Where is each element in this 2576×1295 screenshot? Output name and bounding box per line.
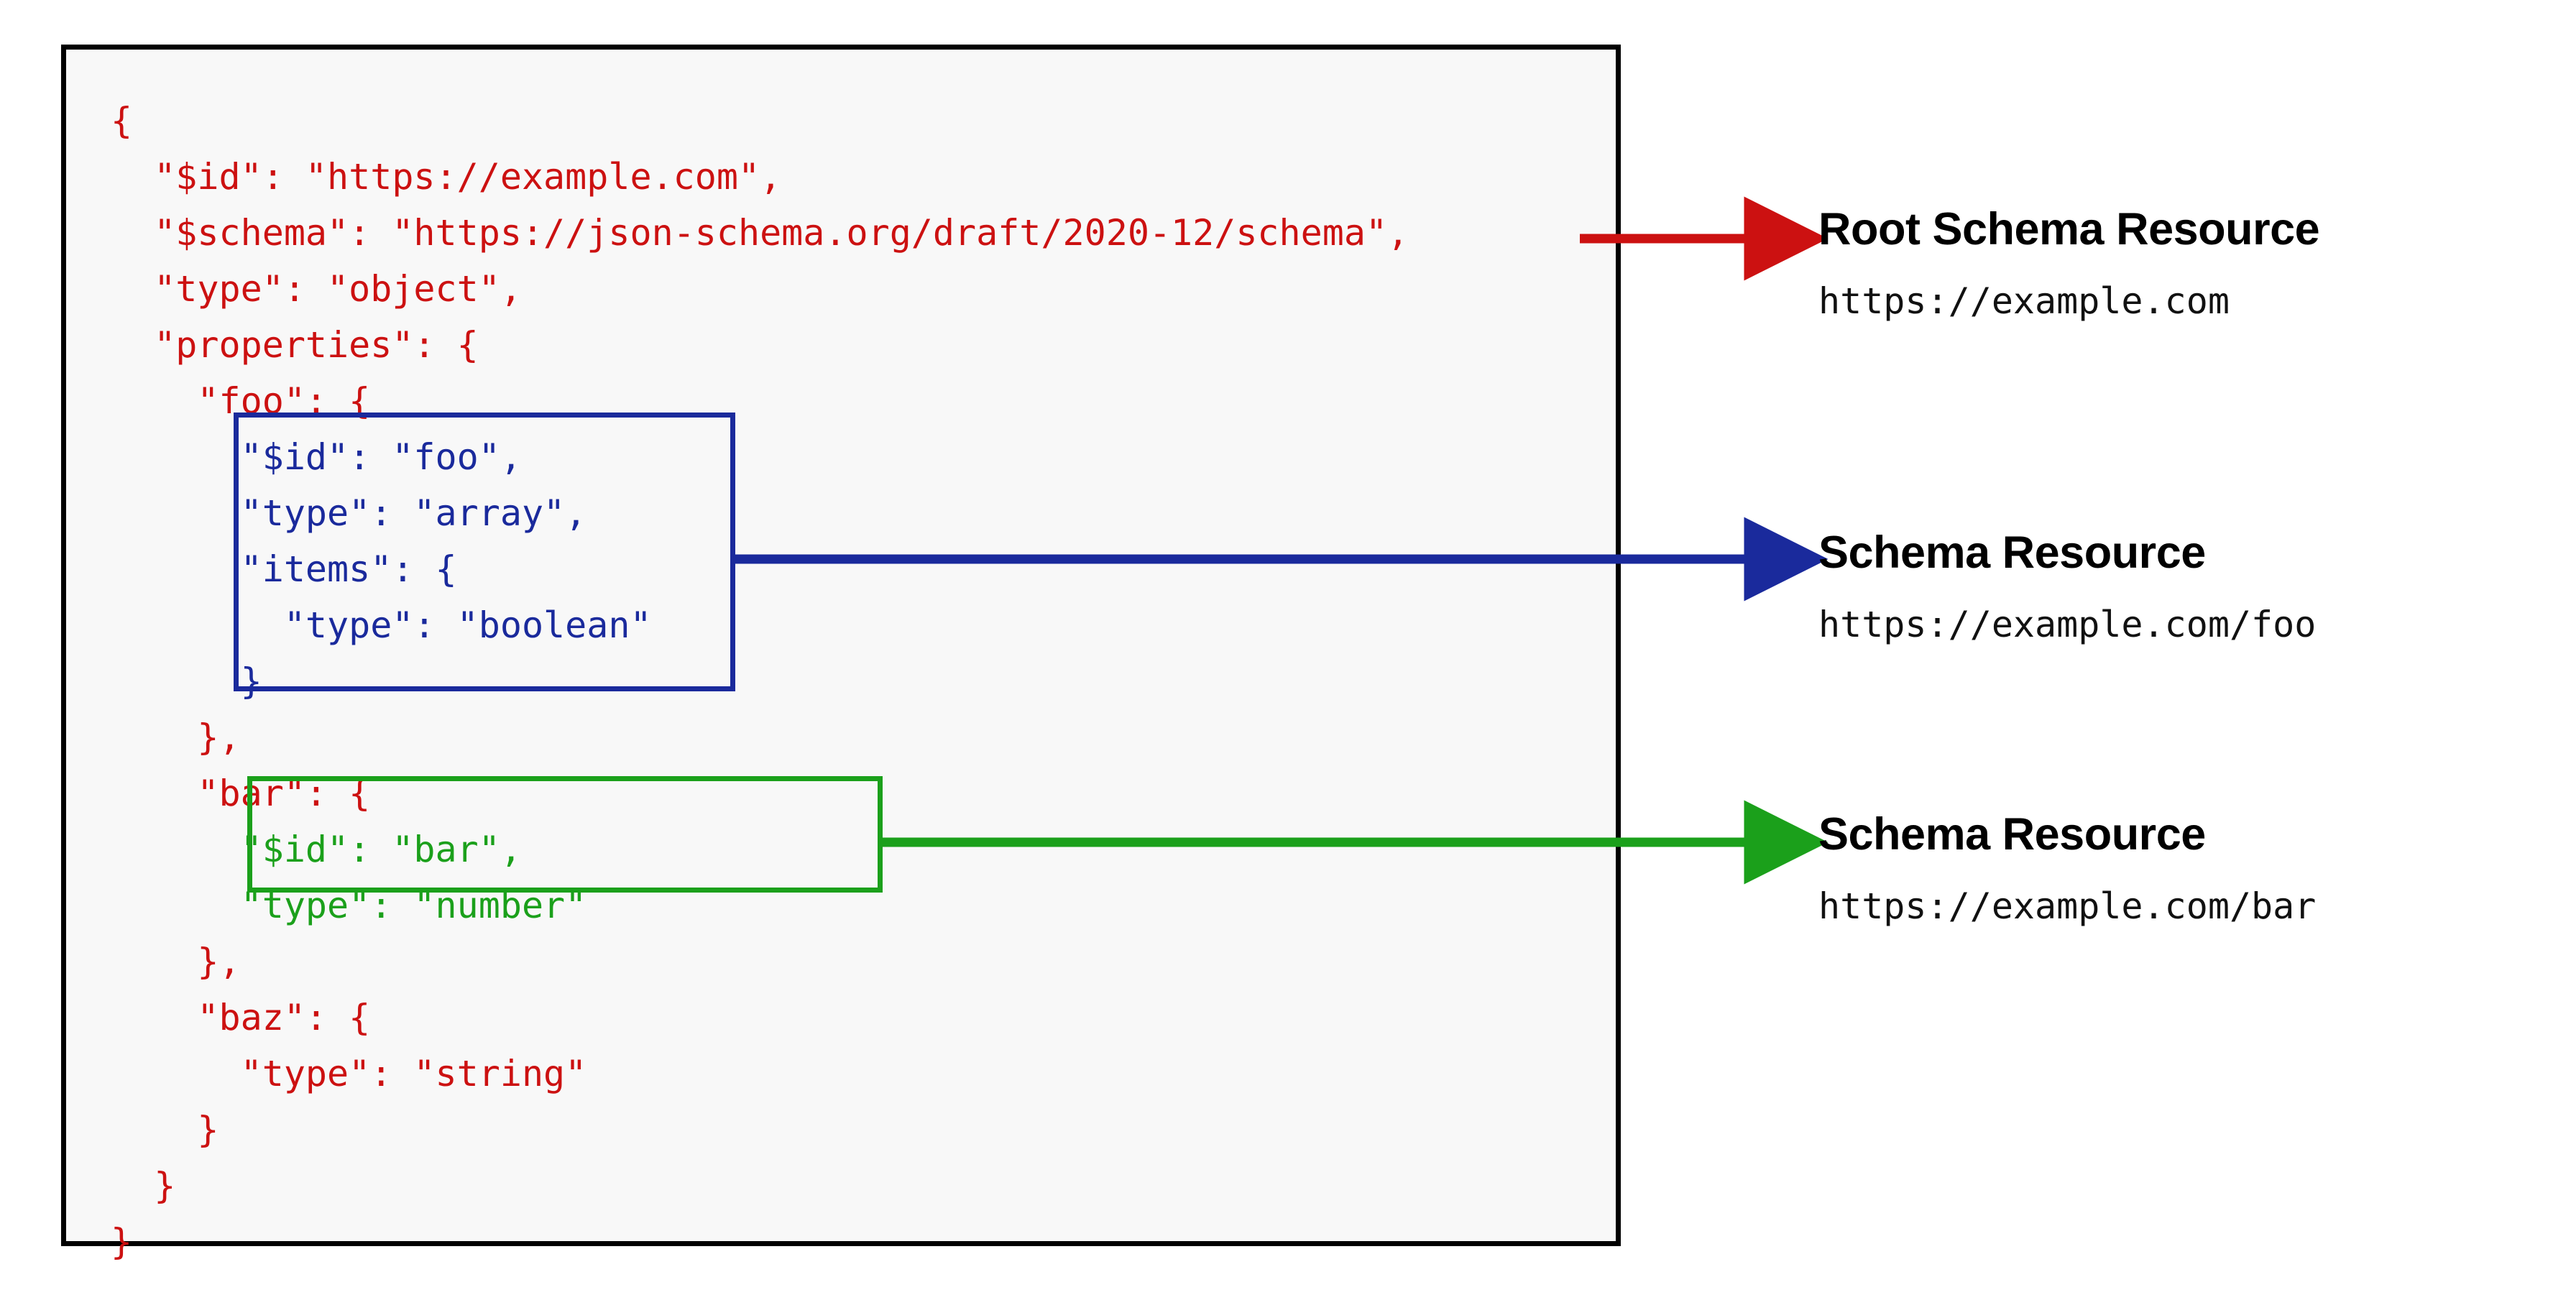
- annotation-foo-schema-resource: Schema Resource https://example.com/foo: [1818, 527, 2537, 646]
- annotation-title: Schema Resource: [1818, 527, 2206, 578]
- code-line: "foo": {: [111, 380, 371, 422]
- code-line: "type": "string": [111, 1053, 587, 1094]
- code-line: "type": "array",: [111, 492, 587, 534]
- json-code-panel: { "$id": "https://example.com", "$schema…: [61, 45, 1621, 1263]
- annotation-title: Root Schema Resource: [1818, 204, 2320, 254]
- json-code-listing: { "$id": "https://example.com", "$schema…: [111, 93, 1409, 1270]
- code-line: }: [111, 1109, 219, 1151]
- code-line: "type": "object",: [111, 268, 522, 310]
- code-line: "items": {: [111, 548, 457, 590]
- code-line: "$id": "https://example.com",: [111, 156, 782, 198]
- code-line: }: [111, 1221, 133, 1263]
- code-line: "$id": "foo",: [111, 436, 522, 478]
- code-line: }: [111, 660, 262, 702]
- annotation-uri: https://example.com/foo: [1818, 604, 2317, 645]
- annotation-bar-schema-resource: Schema Resource https://example.com/bar: [1818, 808, 2537, 928]
- code-line: "type": "number": [111, 885, 587, 926]
- code-line: "bar": {: [111, 773, 371, 814]
- code-line: "baz": {: [111, 997, 371, 1038]
- code-line: "type": "boolean": [111, 604, 652, 646]
- code-line: {: [111, 100, 133, 142]
- annotation-root-schema-resource: Root Schema Resource https://example.com: [1818, 203, 2537, 323]
- code-line: "$schema": "https://json-schema.org/draf…: [111, 212, 1409, 254]
- code-line: "$id": "bar",: [111, 829, 522, 870]
- code-line: },: [111, 716, 241, 758]
- annotation-title: Schema Resource: [1818, 809, 2206, 860]
- annotation-uri: https://example.com: [1818, 280, 2230, 322]
- code-line: "properties": {: [111, 324, 479, 366]
- code-line: }: [111, 1165, 176, 1207]
- annotation-uri: https://example.com/bar: [1818, 885, 2317, 927]
- code-line: },: [111, 941, 241, 982]
